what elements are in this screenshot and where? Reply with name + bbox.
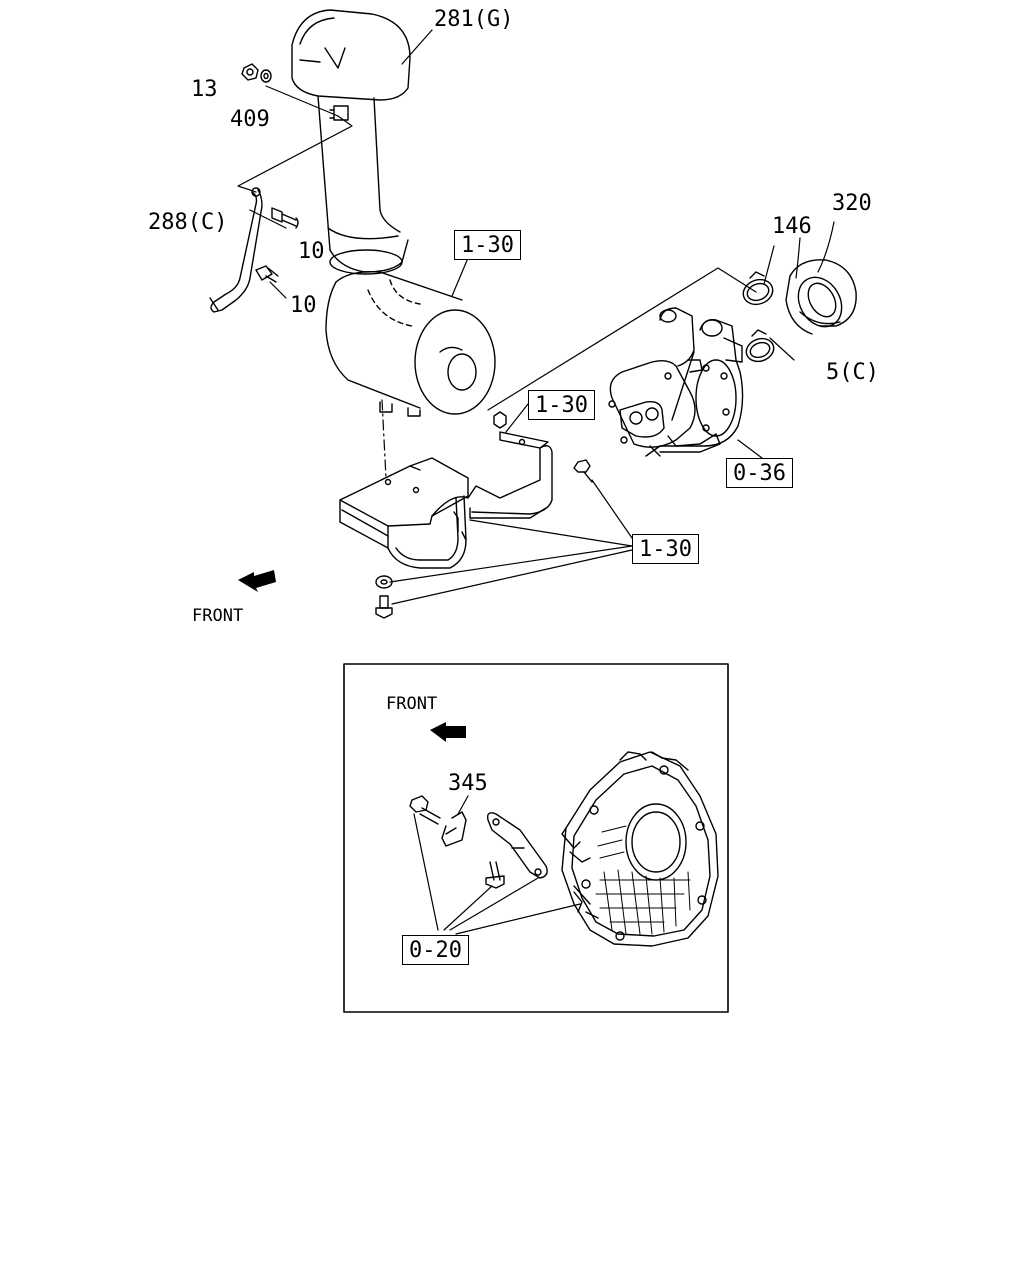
bracket-bolt-lower [375,595,393,619]
bracket-bolt-upper [493,411,507,429]
air-cleaner-bracket [339,431,553,569]
front-arrow-top [238,570,276,592]
front-label-top: FRONT [192,606,244,626]
ref-box-0-36-turbocharger[interactable]: 0-36 [726,458,793,488]
ref-box-0-20-inset[interactable]: 0-20 [402,935,469,965]
hose-clamp-146 [742,271,774,306]
leader-lines-top [237,29,835,605]
ref-box-1-30-bolt[interactable]: 1-30 [528,390,595,420]
callout-288c: 288(C) [148,210,228,235]
bolt-10-upper [271,207,299,229]
hose-clamp-5c [745,329,775,363]
callout-10-upper: 10 [298,239,325,264]
bracket-bolt-right [573,459,593,483]
nut-13 [241,63,259,81]
front-arrow-inset [430,722,466,742]
clip-345 [441,811,467,847]
callout-10-lower: 10 [290,293,317,318]
front-label-inset: FRONT [386,694,438,714]
bolt-10-lower [255,265,279,283]
ref-box-1-30-air-cleaner[interactable]: 1-30 [454,230,521,260]
callout-5c: 5(C) [826,360,879,385]
flywheel-housing-part [561,751,719,947]
callout-345: 345 [448,771,488,796]
air-duct-elbow-part [291,9,411,275]
inset-bolt-lower [485,861,505,889]
callout-146: 146 [772,214,812,239]
air-cleaner-body [325,271,496,417]
leader-lines-inset [413,795,581,935]
bracket-part [209,187,263,313]
washer-409 [260,69,272,83]
callout-281g: 281(G) [434,7,514,32]
inset-support-bracket [486,812,548,879]
intake-hose-320 [785,259,857,335]
callout-13: 13 [191,77,218,102]
callout-409: 409 [230,107,270,132]
callout-320: 320 [832,191,872,216]
detail-inset-frame [343,663,729,1013]
ref-box-1-30-bracket[interactable]: 1-30 [632,534,699,564]
inset-hose-stub [573,891,583,913]
turbocharger-part [608,307,744,457]
inset-bolt-left [409,795,441,825]
